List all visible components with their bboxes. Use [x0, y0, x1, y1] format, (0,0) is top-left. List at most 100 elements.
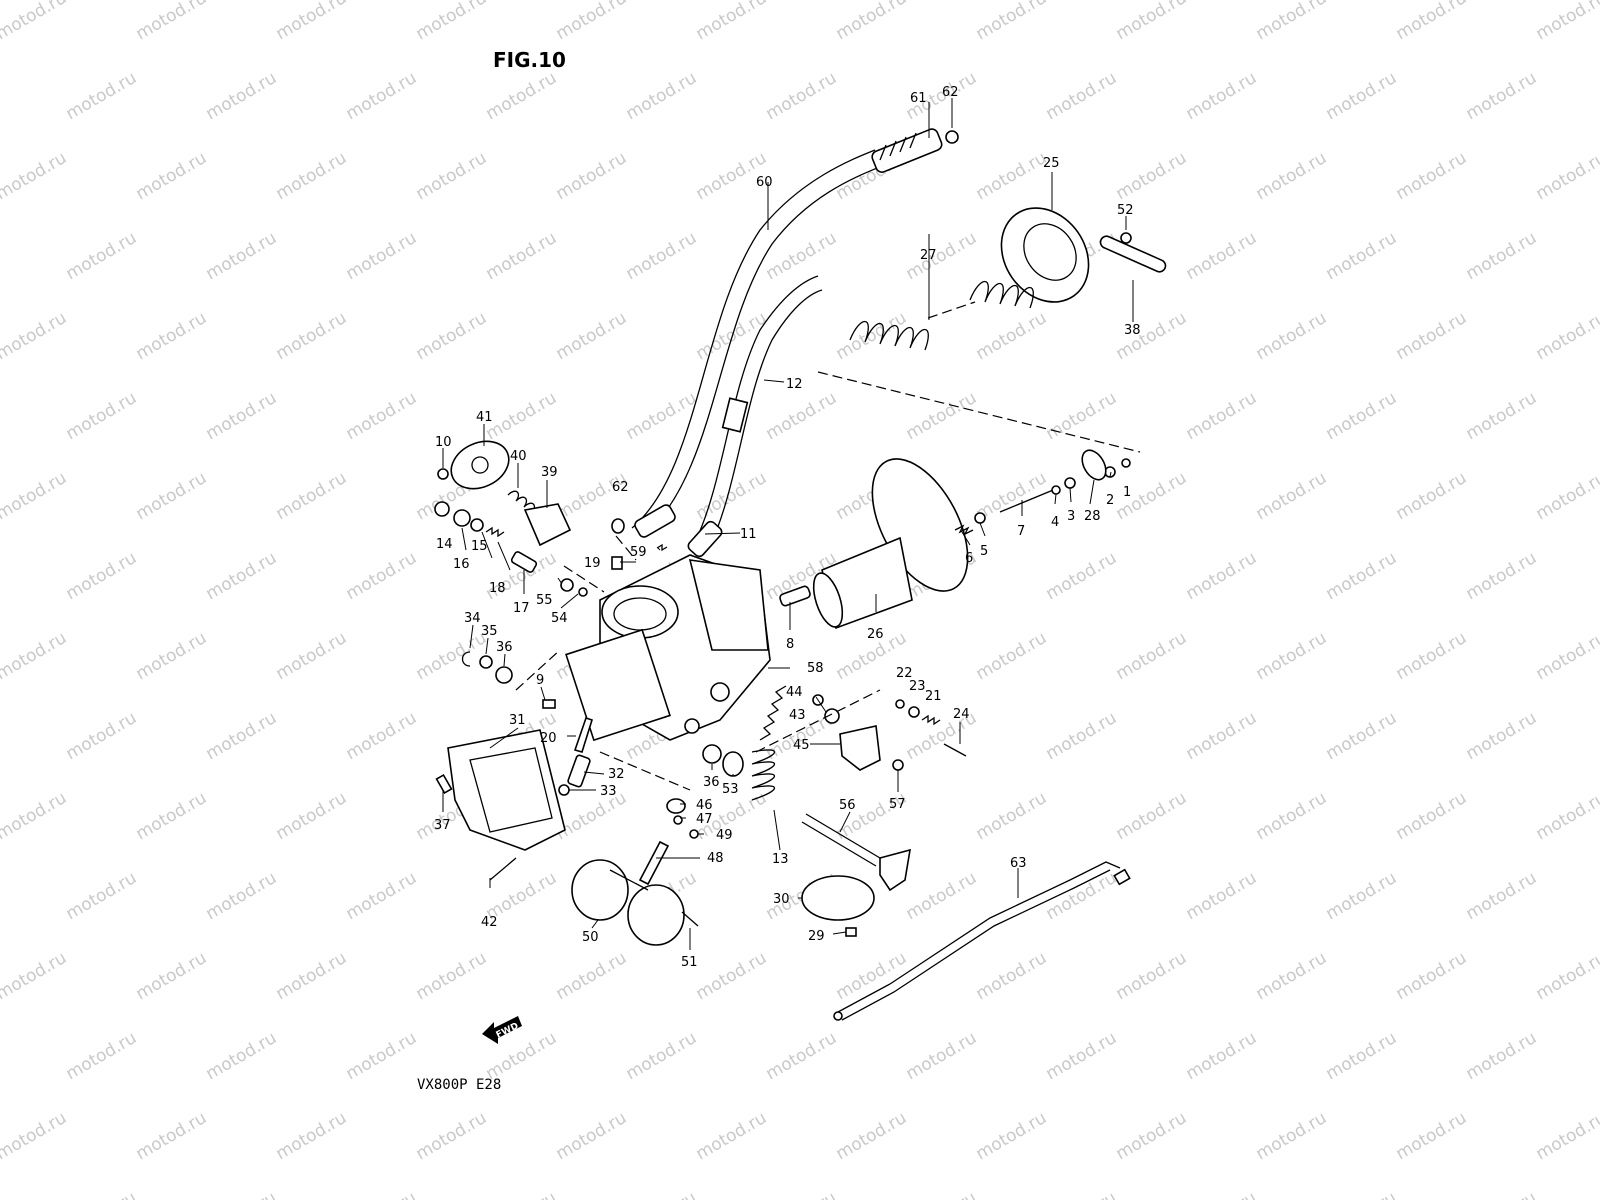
- callout-40: 40: [510, 449, 527, 464]
- ring-16: [453, 509, 471, 527]
- callout-52: 52: [1117, 203, 1134, 218]
- watermark-text: motod.ru: [1393, 308, 1471, 364]
- callout-9: 9: [536, 673, 544, 688]
- watermark-text: motod.ru: [1393, 1108, 1471, 1164]
- callout-33: 33: [600, 784, 617, 799]
- needle-8: [779, 585, 811, 607]
- watermark-text: motod.ru: [1533, 1108, 1600, 1164]
- watermark-text: motod.ru: [553, 0, 631, 44]
- needle-valve-48: [638, 840, 670, 886]
- washer-47: [673, 815, 683, 825]
- spring-27: [849, 281, 1034, 351]
- watermark-text: motod.ru: [623, 388, 701, 444]
- plunger-17: [510, 551, 538, 573]
- assembly-line-top: [817, 371, 1141, 453]
- watermark-text: motod.ru: [133, 1108, 211, 1164]
- watermark-text: motod.ru: [1323, 1028, 1401, 1084]
- watermark-text: motod.ru: [343, 548, 421, 604]
- callout-61: 61: [910, 91, 927, 106]
- carburetor-body: [565, 554, 771, 742]
- watermark-text: motod.ru: [1393, 468, 1471, 524]
- watermark-text: motod.ru: [203, 708, 281, 764]
- watermark-text: motod.ru: [833, 1108, 911, 1164]
- callout-35: 35: [481, 624, 498, 639]
- watermark-text: motod.ru: [343, 1028, 421, 1084]
- watermark-text: motod.ru: [1183, 68, 1261, 124]
- watermark-text: motod.ru: [133, 628, 211, 684]
- watermark-text: motod.ru: [343, 228, 421, 284]
- assembly-line-4: [755, 689, 881, 753]
- watermark-text: motod.ru: [343, 1188, 421, 1200]
- watermark-text: motod.ru: [203, 1028, 281, 1084]
- watermark-text: motod.ru: [833, 948, 911, 1004]
- washer-15: [470, 518, 484, 532]
- watermark-text: motod.ru: [203, 68, 281, 124]
- clamp-62-bottom: [611, 518, 625, 534]
- callout-31: 31: [509, 713, 526, 728]
- watermark-text: motod.ru: [343, 868, 421, 924]
- watermark-text: motod.ru: [1253, 628, 1331, 684]
- watermark-text: motod.ru: [1183, 1028, 1261, 1084]
- ring-36-left: [495, 666, 513, 684]
- callout-12: 12: [786, 377, 803, 392]
- watermark-text: motod.ru: [1113, 948, 1191, 1004]
- assembly-line-3: [515, 649, 561, 691]
- watermark-text: motod.ru: [273, 0, 351, 44]
- watermark-text: motod.ru: [343, 68, 421, 124]
- callout-43: 43: [789, 708, 806, 723]
- spacer-53: [722, 751, 744, 777]
- ring-23: [908, 706, 920, 718]
- watermark-text: motod.ru: [1463, 388, 1541, 444]
- spring-13: [751, 749, 775, 801]
- callout-53: 53: [722, 782, 739, 797]
- assembly-line-2: [563, 565, 605, 593]
- clip-34: [461, 651, 471, 667]
- watermark-text: motod.ru: [1323, 228, 1401, 284]
- watermark-text: motod.ru: [1393, 628, 1471, 684]
- cable-63: [833, 861, 1131, 1021]
- nut-43: [824, 708, 840, 724]
- watermark-text: motod.ru: [833, 0, 911, 44]
- screw-55: [560, 578, 574, 592]
- callout-24: 24: [953, 707, 970, 722]
- washer-35: [479, 655, 493, 669]
- callout-46: 46: [696, 798, 713, 813]
- watermark-text: motod.ru: [133, 308, 211, 364]
- callout-51: 51: [681, 955, 698, 970]
- watermark-text: motod.ru: [1253, 788, 1331, 844]
- jet-32: [567, 754, 591, 788]
- callout-58: 58: [807, 661, 824, 676]
- assembly-line-1: [615, 535, 637, 561]
- watermark-text: motod.ru: [1533, 468, 1600, 524]
- watermark-text: motod.ru: [483, 68, 561, 124]
- watermark-text: motod.ru: [1253, 1108, 1331, 1164]
- callout-17: 17: [513, 601, 530, 616]
- watermark-text: motod.ru: [1113, 148, 1191, 204]
- hose-12: [695, 275, 823, 547]
- callout-5: 5: [980, 544, 988, 559]
- needle-7: [999, 487, 1059, 513]
- watermark-text: motod.ru: [1043, 388, 1121, 444]
- watermark-text: motod.ru: [1463, 708, 1541, 764]
- watermark-text: motod.ru: [413, 148, 491, 204]
- watermark-text: motod.ru: [1113, 788, 1191, 844]
- watermark-text: motod.ru: [413, 948, 491, 1004]
- watermark-text: motod.ru: [273, 788, 351, 844]
- callout-29: 29: [808, 929, 825, 944]
- hose-coupling-left: [634, 504, 676, 538]
- callout-37: 37: [434, 818, 451, 833]
- callout-18: 18: [489, 581, 506, 596]
- callout-2: 2: [1106, 493, 1114, 508]
- watermark-text: motod.ru: [1113, 1108, 1191, 1164]
- hose-end-61: [871, 128, 943, 173]
- fwd-arrow-icon: FWD: [482, 1016, 522, 1044]
- watermark-text: motod.ru: [1323, 1188, 1401, 1200]
- watermark-text: motod.ru: [133, 788, 211, 844]
- callout-4: 4: [1051, 515, 1059, 530]
- callout-44: 44: [786, 685, 803, 700]
- callout-13: 13: [772, 852, 789, 867]
- watermark-text: motod.ru: [63, 388, 141, 444]
- watermark-text: motod.ru: [0, 788, 70, 844]
- watermark-text: motod.ru: [1533, 148, 1600, 204]
- watermark-text: motod.ru: [0, 0, 70, 44]
